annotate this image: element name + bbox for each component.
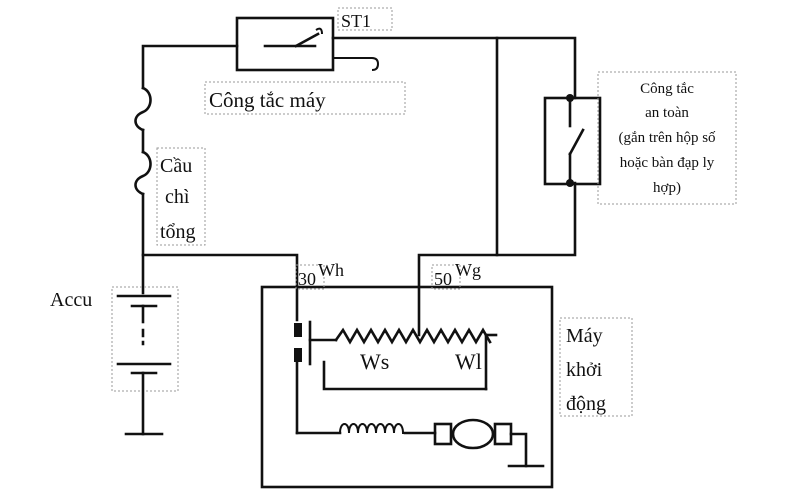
fuse-label-box (156, 147, 206, 246)
terminal-50-box (431, 264, 461, 290)
svg-text:Cầu: Cầu (160, 155, 192, 177)
wiring (134, 36, 577, 337)
svg-text:hợp): hợp) (653, 180, 681, 196)
solenoid-coils (295, 327, 498, 435)
safety-switch-label: Công tắc an toàn (gắn trên hộp số hoặc b… (618, 81, 716, 196)
terminal-wh-label: Wh (318, 260, 344, 280)
terminal-wg-label: Wg (455, 260, 481, 280)
svg-text:động: động (566, 393, 606, 415)
starter-label-box (559, 317, 633, 417)
st1-label-box (337, 7, 393, 31)
ignition-switch-label: Công tắc máy (209, 88, 326, 112)
safety-switch (543, 94, 602, 187)
safety-switch-label-box (597, 71, 737, 205)
ignition-switch-label-box (204, 81, 406, 115)
fuse-upper-coil (134, 86, 152, 132)
battery-symbol (116, 294, 172, 436)
coil-ws-label: Ws (360, 349, 389, 374)
terminal-30-box (295, 264, 325, 290)
battery-label: Accu (50, 289, 92, 311)
svg-text:hoặc bàn đạp ly: hoặc bàn đạp ly (620, 155, 715, 171)
svg-text:an toàn: an toàn (645, 105, 689, 121)
svg-text:chì: chì (165, 186, 190, 208)
ignition-switch (235, 16, 380, 72)
starter-label: Máy khởi động (566, 325, 606, 415)
terminal-30-label: 30 (298, 269, 316, 289)
coil-wl-label: Wl (455, 349, 482, 374)
fuse-lower-coil (134, 150, 152, 196)
svg-text:Công tắc: Công tắc (640, 81, 694, 97)
svg-text:Máy: Máy (566, 325, 603, 347)
fuse-label: Cầu chì tổng (160, 155, 196, 243)
st1-label: ST1 (341, 11, 371, 31)
main-contacts (294, 320, 338, 366)
field-coil (339, 423, 437, 435)
svg-text:tổng: tổng (160, 221, 196, 243)
svg-text:khởi: khởi (566, 359, 603, 381)
svg-text:(gắn trên hộp số: (gắn trên hộp số (618, 130, 716, 146)
terminal-50-label: 50 (434, 269, 452, 289)
motor-symbol (433, 418, 545, 468)
battery-box (111, 286, 179, 392)
starter-box (260, 285, 554, 489)
